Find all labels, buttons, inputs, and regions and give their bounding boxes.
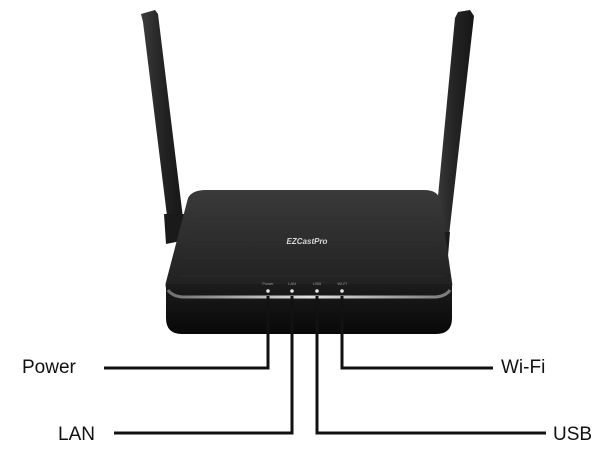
usb-led	[315, 289, 319, 293]
power-led	[266, 289, 270, 293]
power-leader-line	[104, 296, 270, 370]
left-antenna	[141, 10, 186, 244]
led-label-lan: LAN	[288, 281, 296, 286]
wifi-leader-line	[340, 296, 493, 370]
brushed-texture	[178, 204, 446, 277]
usb-leader-line	[315, 296, 546, 435]
router-front	[166, 284, 452, 334]
power-callout-label: Power	[22, 357, 76, 378]
lan-led	[290, 289, 294, 293]
led-label-usb: USB	[313, 281, 322, 286]
brand-logo: EZCastPro	[287, 237, 328, 246]
router-trim	[166, 289, 452, 299]
lan-leader-line	[114, 296, 294, 435]
usb-callout-label: USB	[553, 424, 593, 445]
wifi-led	[340, 289, 344, 293]
router-top	[165, 190, 453, 293]
led-label-wifi: Wi-Fi	[337, 281, 346, 286]
led-label-power: Power	[262, 281, 274, 286]
lan-callout-label: LAN	[58, 424, 95, 445]
wifi-callout-label: Wi-Fi	[501, 357, 546, 378]
